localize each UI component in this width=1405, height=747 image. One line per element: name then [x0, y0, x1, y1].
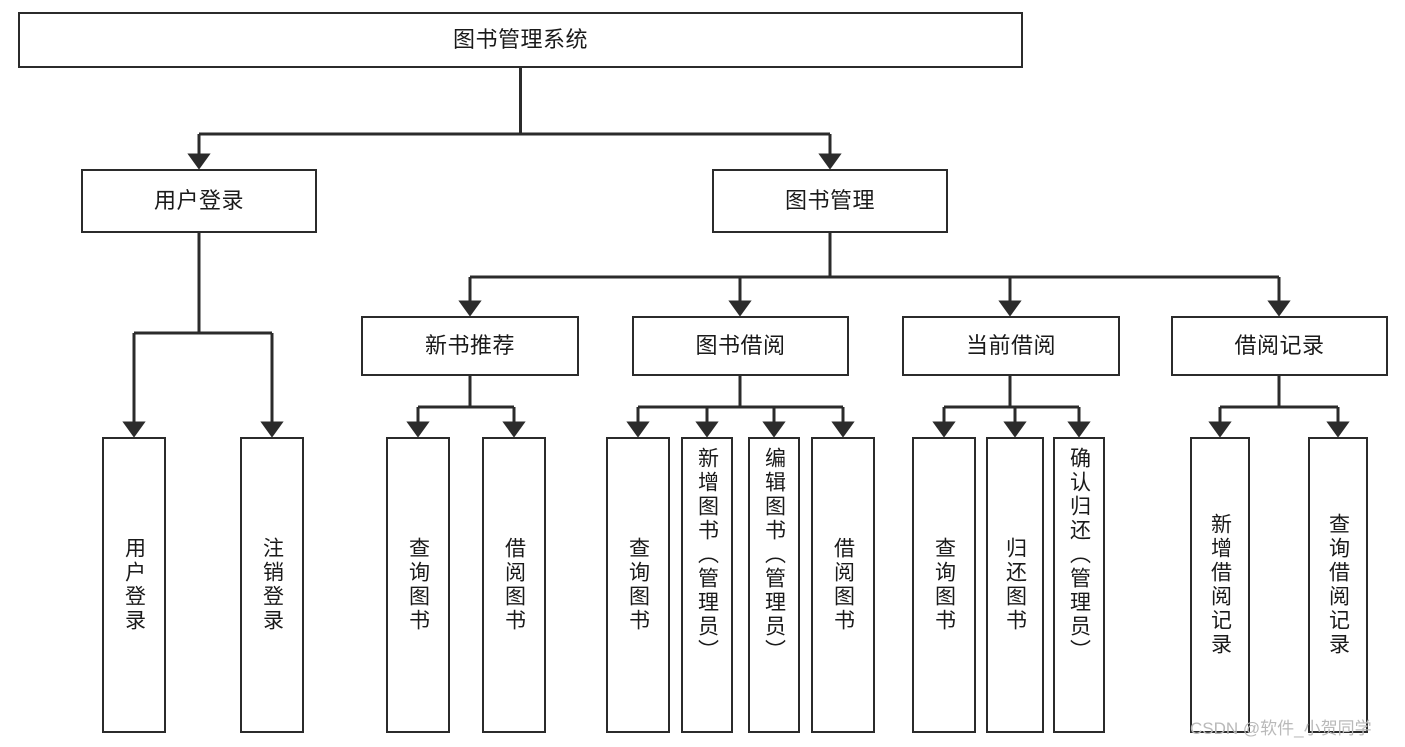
leaf-query-book-3[interactable]: 查询图书: [912, 437, 976, 733]
leaf-borrow-book-1-label: 借阅图书: [502, 537, 526, 633]
node-book-borrow[interactable]: 图书借阅: [632, 316, 849, 376]
leaf-borrow-book-2-label: 借阅图书: [831, 537, 855, 633]
leaf-query-book-1[interactable]: 查询图书: [386, 437, 450, 733]
node-root[interactable]: 图书管理系统: [18, 12, 1023, 68]
node-current-borrow-label: 当前借阅: [965, 332, 1056, 358]
node-user-login-label: 用户登录: [153, 187, 244, 213]
node-book-manage[interactable]: 图书管理: [712, 169, 948, 233]
node-new-book-recommend[interactable]: 新书推荐: [361, 316, 579, 376]
leaf-query-book-2-label: 查询图书: [626, 537, 650, 633]
leaf-confirm-return[interactable]: 确认归还（管理员）: [1053, 437, 1105, 733]
leaf-logout-label: 注销登录: [260, 537, 284, 633]
node-book-manage-label: 图书管理: [784, 187, 875, 213]
leaf-borrow-book-1[interactable]: 借阅图书: [482, 437, 546, 733]
edges-newbook-to-leaves: [406, 376, 526, 438]
leaf-return-book-label: 归还图书: [1003, 537, 1027, 633]
edges-bookborrow-to-leaves: [626, 376, 855, 438]
leaf-confirm-return-label: 确认归还（管理员）: [1067, 447, 1091, 663]
leaf-query-record[interactable]: 查询借阅记录: [1308, 437, 1368, 733]
leaf-edit-book[interactable]: 编辑图书（管理员）: [748, 437, 800, 733]
node-new-book-recommend-label: 新书推荐: [424, 332, 515, 358]
leaf-add-record-label: 新增借阅记录: [1208, 513, 1232, 657]
leaf-return-book[interactable]: 归还图书: [986, 437, 1044, 733]
leaf-user-login-label: 用户登录: [122, 537, 146, 633]
edges-currentborrow-to-leaves: [932, 376, 1091, 438]
leaf-query-book-3-label: 查询图书: [932, 537, 956, 633]
leaf-query-book-2[interactable]: 查询图书: [606, 437, 670, 733]
node-borrow-record[interactable]: 借阅记录: [1171, 316, 1388, 376]
leaf-query-record-label: 查询借阅记录: [1326, 513, 1350, 657]
leaf-borrow-book-2[interactable]: 借阅图书: [811, 437, 875, 733]
edges-root-to-level2: [187, 68, 842, 170]
leaf-query-book-1-label: 查询图书: [406, 537, 430, 633]
leaf-add-record[interactable]: 新增借阅记录: [1190, 437, 1250, 733]
node-borrow-record-label: 借阅记录: [1234, 332, 1325, 358]
node-root-label: 图书管理系统: [452, 26, 588, 52]
leaf-edit-book-label: 编辑图书（管理员）: [762, 447, 786, 663]
node-current-borrow[interactable]: 当前借阅: [902, 316, 1120, 376]
leaf-user-login[interactable]: 用户登录: [102, 437, 166, 733]
leaf-add-book-label: 新增图书（管理员）: [695, 447, 719, 663]
edges-borrowrecord-to-leaves: [1208, 376, 1350, 438]
watermark-text: CSDN @软件_小贺同学: [1190, 719, 1372, 738]
edges-bookmanage-to-level3: [458, 233, 1291, 317]
leaf-logout[interactable]: 注销登录: [240, 437, 304, 733]
edges-userlogin-to-leaves: [122, 233, 284, 438]
node-book-borrow-label: 图书借阅: [695, 332, 786, 358]
node-user-login[interactable]: 用户登录: [81, 169, 317, 233]
leaf-add-book[interactable]: 新增图书（管理员）: [681, 437, 733, 733]
